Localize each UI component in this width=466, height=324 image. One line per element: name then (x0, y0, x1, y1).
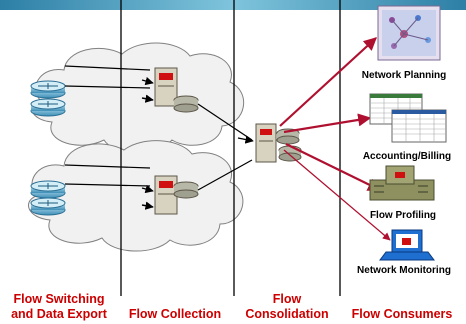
stage-label-consumers: Flow Consumers (352, 307, 453, 321)
spreadsheet-icon (369, 93, 447, 143)
laptop-icon (379, 229, 435, 261)
network-cloud-top (31, 42, 245, 154)
router-icon (30, 180, 66, 199)
stage-label-switching-line2: and Data Export (11, 307, 108, 321)
router-icon (30, 98, 66, 117)
stage-label-collection: Flow Collection (129, 307, 221, 321)
router-icon (30, 197, 66, 216)
collector-server-icon (154, 175, 199, 215)
consumer-label-profiling: Flow Profiling (370, 210, 436, 221)
network-cloud-bottom (27, 140, 244, 252)
consumer-label-planning: Network Planning (362, 70, 446, 81)
network-map-icon (377, 5, 441, 61)
consolidation-server-icon (255, 123, 302, 163)
router-icon (30, 80, 66, 99)
arrow-to-billing (283, 113, 372, 134)
arrow-to-monitoring (283, 149, 391, 241)
arrow-to-planning (279, 37, 377, 127)
top-banner (0, 0, 466, 10)
stage-label-consolidation-line1: Flow (273, 292, 302, 306)
building-icon (369, 165, 435, 201)
consumer-label-monitoring: Network Monitoring (357, 265, 451, 276)
arrow-to-profiling (285, 143, 382, 191)
stage-label-switching-line1: Flow Switching (14, 292, 105, 306)
consumer-label-billing: Accounting/Billing (363, 151, 451, 162)
collector-server-icon (154, 67, 199, 113)
stage-label-consolidation-line2: Consolidation (245, 307, 328, 321)
